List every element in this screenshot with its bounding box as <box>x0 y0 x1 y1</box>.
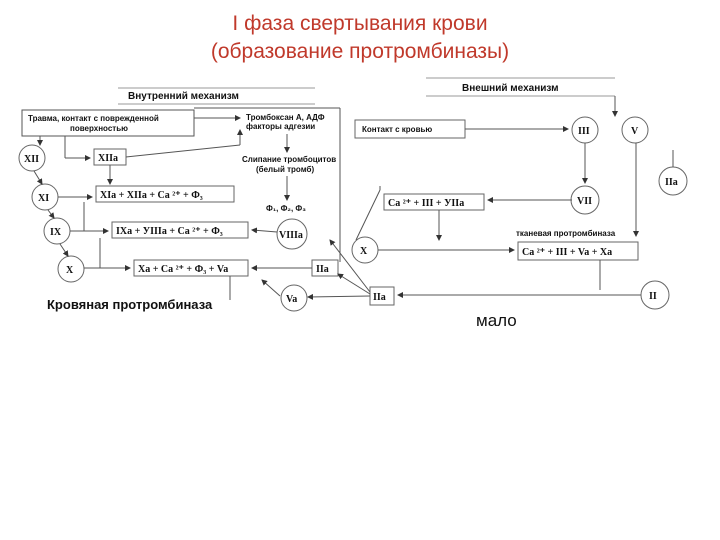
factor-xi-circle: XI <box>31 183 59 211</box>
factor-xiia-box: XIIa <box>93 148 127 166</box>
svg-text:V: V <box>631 126 639 137</box>
connectors <box>33 107 371 300</box>
intrinsic-header: Внутренний механизм <box>118 87 315 105</box>
factor-iii-circle: III <box>571 116 599 144</box>
svg-text:III: III <box>578 126 590 137</box>
trauma-box: Травма, контакт с поврежденной поверхнос… <box>21 109 195 137</box>
trauma-line-1: Травма, контакт с поврежденной <box>28 114 159 123</box>
svg-text:IXa + УIIIa + Ca ²⁺ + Ф₃: IXa + УIIIa + Ca ²⁺ + Ф₃ <box>116 226 223 237</box>
svg-text:Контакт с кровью: Контакт с кровью <box>362 125 432 134</box>
svg-text:IIa: IIa <box>665 177 678 188</box>
malo-label: мало <box>476 311 517 330</box>
eq-tissue-box: Ca ²⁺ + III + Va + Xa <box>517 241 639 261</box>
factor-xii-circle: XII <box>18 144 46 172</box>
svg-text:VII: VII <box>577 196 592 207</box>
svg-text:Ca ²⁺ + III + Va + Xa: Ca ²⁺ + III + Va + Xa <box>522 247 612 258</box>
factor-ii-circle: II <box>640 280 670 310</box>
factor-iia-box: IIa <box>311 259 339 277</box>
svg-text:X: X <box>360 246 368 257</box>
svg-text:XII: XII <box>24 154 39 165</box>
factor-x-circle: X <box>57 255 85 283</box>
svg-text:IX: IX <box>50 227 62 238</box>
contact-box: Контакт с кровью <box>354 119 466 139</box>
intrinsic-header-label: Внутренний механизм <box>128 91 239 102</box>
factor-va-circle: Va <box>280 284 308 312</box>
trauma-line-2: поверхностью <box>70 124 128 133</box>
extrinsic-header: Внешний механизм <box>426 77 615 97</box>
svg-text:VIIIa: VIIIa <box>279 230 303 241</box>
title-line-1: I фаза свертывания крови <box>232 12 488 35</box>
merge-line-2: (белый тромб) <box>256 165 314 174</box>
factor-v-circle: V <box>621 116 649 144</box>
factor-ix-circle: IX <box>43 217 71 245</box>
thrombo-line-1: Тромбоксан А, АДФ <box>246 113 325 122</box>
eq-ix-box: IXa + УIIIa + Ca ²⁺ + Ф₃ <box>111 221 249 239</box>
svg-text:IIa: IIa <box>316 264 329 275</box>
svg-text:X: X <box>66 265 74 276</box>
connectors-extrinsic <box>355 96 674 298</box>
factor-vii-circle: VII <box>570 185 600 215</box>
phi-factors: Ф₁, Ф₂, Ф₃ <box>266 204 306 213</box>
svg-text:Xa + Ca ²⁺ + Ф₃ + Va: Xa + Ca ²⁺ + Ф₃ + Va <box>138 264 228 275</box>
merge-line-1: Слипание тромбоцитов <box>242 155 336 164</box>
svg-text:Ca ²⁺ + III + УIIa: Ca ²⁺ + III + УIIa <box>388 198 464 209</box>
svg-text:IIa: IIa <box>373 292 386 303</box>
factor-x-right-circle: X <box>351 236 379 264</box>
svg-text:XIa + XIIa + Ca ²⁺ + Ф₃: XIa + XIIa + Ca ²⁺ + Ф₃ <box>100 190 203 201</box>
extrinsic-header-label: Внешний механизм <box>462 83 559 94</box>
factor-viiia-circle: VIIIa <box>276 218 308 250</box>
blood-prothrombinase-label: Кровяная протромбиназа <box>47 297 213 312</box>
factor-iia-small-box: IIa <box>369 286 395 306</box>
svg-text:XIIa: XIIa <box>98 153 118 164</box>
svg-text:II: II <box>649 291 657 302</box>
title-line-2: (образование протромбиназы) <box>210 40 510 63</box>
eq-xi-box: XIa + XIIa + Ca ²⁺ + Ф₃ <box>95 185 235 203</box>
eq-vii-box: Ca ²⁺ + III + УIIa <box>383 193 485 211</box>
thrombo-line-2: факторы адгезии <box>246 122 315 131</box>
svg-text:Va: Va <box>286 294 297 305</box>
svg-text:XI: XI <box>38 193 49 204</box>
tissue-prothrombinase-label: тканевая протромбиназа <box>516 229 616 238</box>
eq-x-box: Xa + Ca ²⁺ + Ф₃ + Va <box>133 259 249 277</box>
factor-iia-right-circle: IIa <box>658 166 688 196</box>
